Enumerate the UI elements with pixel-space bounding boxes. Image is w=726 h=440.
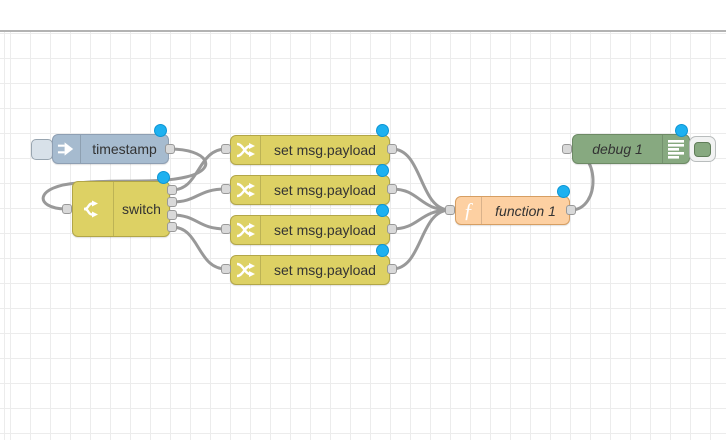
node-change-2[interactable]: set msg.payload bbox=[230, 175, 390, 205]
node-label: switch bbox=[122, 201, 161, 217]
wire-change4-to-function[interactable] bbox=[390, 208, 452, 271]
changed-indicator bbox=[376, 164, 389, 177]
node-function-1[interactable]: ƒ function 1 bbox=[455, 196, 570, 225]
shuffle-icon bbox=[231, 176, 261, 204]
shuffle-icon bbox=[231, 216, 261, 244]
node-debug-1[interactable]: debug 1 bbox=[572, 134, 690, 164]
changed-indicator bbox=[154, 124, 167, 137]
wire-switch1-to-change1[interactable] bbox=[170, 147, 228, 192]
output-port-switch-3[interactable] bbox=[167, 210, 177, 220]
changed-indicator bbox=[557, 185, 570, 198]
function-f-icon: ƒ bbox=[456, 197, 482, 224]
output-port-switch-4[interactable] bbox=[167, 222, 177, 232]
output-port-change-1[interactable] bbox=[387, 144, 397, 154]
node-label: function 1 bbox=[495, 202, 556, 219]
node-label: timestamp bbox=[92, 141, 157, 157]
output-port-change-2[interactable] bbox=[387, 184, 397, 194]
input-port-debug[interactable] bbox=[562, 144, 572, 154]
output-port-change-4[interactable] bbox=[387, 264, 397, 274]
changed-indicator bbox=[376, 204, 389, 217]
changed-indicator bbox=[376, 124, 389, 137]
changed-indicator bbox=[157, 171, 170, 184]
input-port-function[interactable] bbox=[445, 205, 455, 215]
changed-indicator bbox=[675, 124, 688, 137]
node-change-3[interactable]: set msg.payload bbox=[230, 215, 390, 245]
input-port-change-4[interactable] bbox=[221, 264, 231, 274]
output-port-switch-2[interactable] bbox=[167, 197, 177, 207]
output-port-change-3[interactable] bbox=[387, 224, 397, 234]
changed-indicator bbox=[376, 244, 389, 257]
wire-switch3-to-change3[interactable] bbox=[170, 213, 228, 231]
node-switch[interactable]: switch bbox=[72, 181, 170, 237]
top-strip bbox=[0, 0, 726, 30]
node-label: set msg.payload bbox=[274, 142, 376, 158]
node-label: debug 1 bbox=[592, 141, 643, 157]
node-label: set msg.payload bbox=[274, 182, 376, 198]
input-port-change-1[interactable] bbox=[221, 144, 231, 154]
debug-toggle-state bbox=[694, 141, 711, 157]
node-inject-timestamp[interactable]: timestamp bbox=[52, 134, 169, 164]
input-port-switch[interactable] bbox=[62, 204, 72, 214]
debug-list-icon bbox=[662, 135, 689, 163]
input-port-change-3[interactable] bbox=[221, 224, 231, 234]
node-label: set msg.payload bbox=[274, 222, 376, 238]
node-change-4[interactable]: set msg.payload bbox=[230, 255, 390, 285]
wire-switch2-to-change2[interactable] bbox=[170, 187, 228, 204]
inject-arrow-icon bbox=[53, 135, 81, 163]
wire-change1-to-function[interactable] bbox=[390, 147, 452, 212]
output-port-timestamp[interactable] bbox=[165, 144, 175, 154]
output-port-switch-1[interactable] bbox=[167, 185, 177, 195]
workspace-top-border bbox=[0, 30, 726, 32]
shuffle-icon bbox=[231, 256, 261, 284]
node-label: set msg.payload bbox=[274, 262, 376, 278]
debug-toggle-button[interactable] bbox=[689, 136, 716, 162]
shuffle-icon bbox=[231, 136, 261, 164]
output-port-function[interactable] bbox=[566, 205, 576, 215]
wire-switch4-to-change4[interactable] bbox=[170, 225, 228, 271]
fork-icon bbox=[73, 182, 114, 236]
inject-button[interactable] bbox=[31, 139, 53, 160]
input-port-change-2[interactable] bbox=[221, 184, 231, 194]
node-change-1[interactable]: set msg.payload bbox=[230, 135, 390, 165]
